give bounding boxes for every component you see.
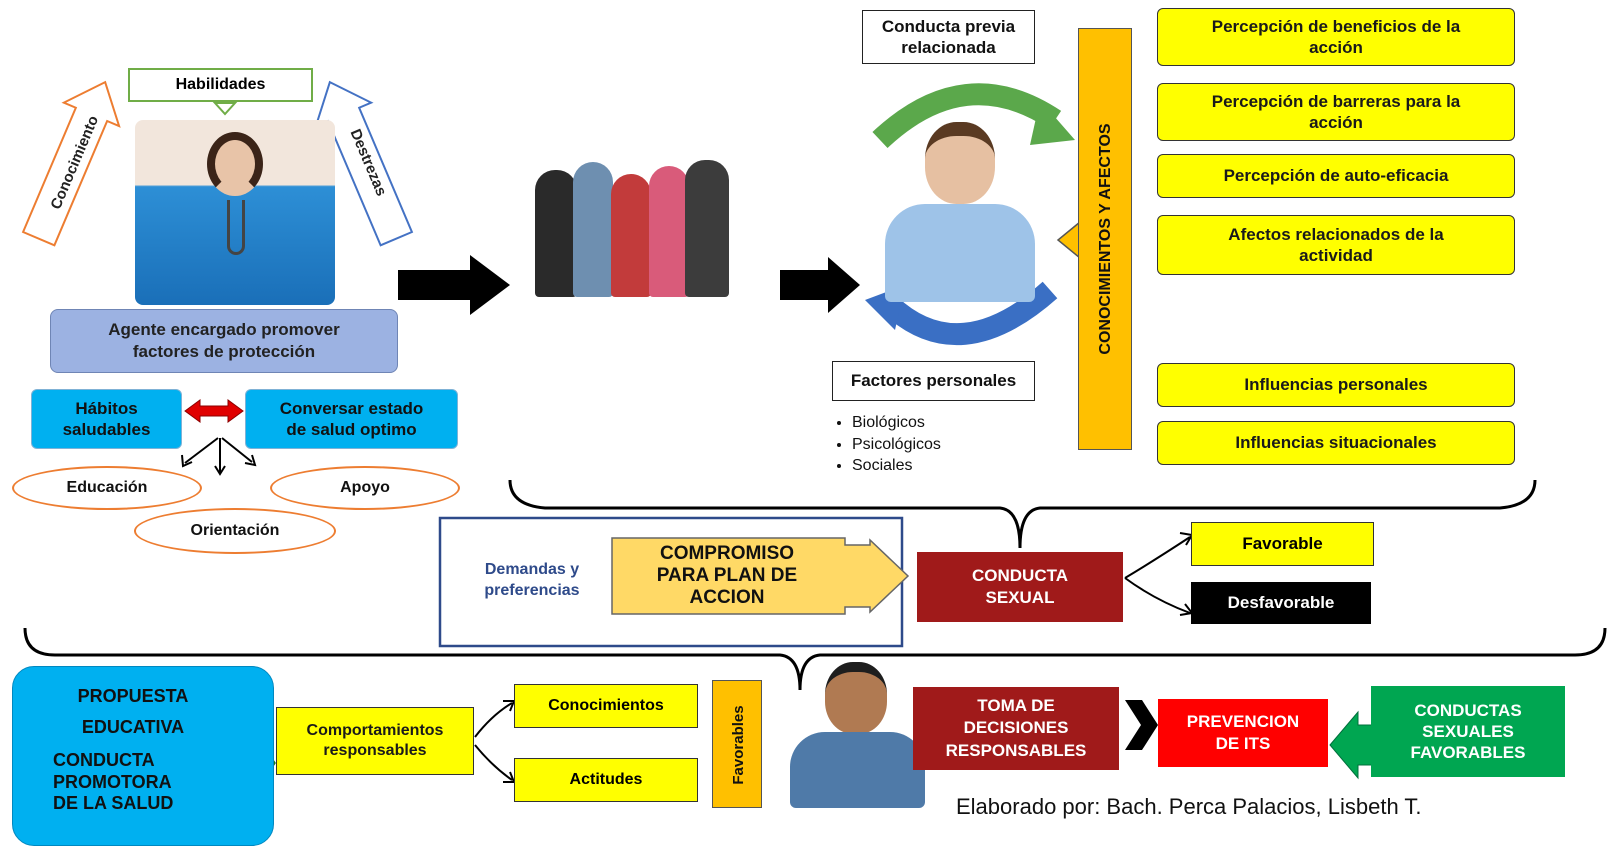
promotora-line1: CONDUCTA <box>53 750 155 770</box>
compromiso-arrow <box>611 537 910 615</box>
habitos-box: Hábitos saludables <box>31 389 182 449</box>
yellow-item-line2: acción <box>1309 113 1363 132</box>
yellow-item-influencias-personales: Influencias personales <box>1157 363 1515 407</box>
factores-item: Sociales <box>852 455 941 477</box>
propuesta-line1: PROPUESTA <box>77 686 189 706</box>
tri-arrows <box>181 437 257 476</box>
habitos-line2: saludables <box>62 420 151 439</box>
conductas-line2: SEXUALES <box>1422 721 1514 741</box>
conocimientos-afectos-bar: CONOCIMIENTOS Y AFECTOS <box>1078 28 1132 450</box>
demandas-line2: preferencias <box>484 581 580 599</box>
comportamientos-line1: Comportamientos <box>306 722 444 739</box>
conductas-line1: CONDUCTAS <box>1414 700 1522 720</box>
factores-list: Biológicos Psicológicos Sociales <box>832 412 941 477</box>
toma-line1: TOMA DE <box>977 696 1055 716</box>
conductas-line3: FAVORABLES <box>1410 743 1526 763</box>
conducta-previa-line2: relacionada <box>901 38 996 57</box>
toma-decisiones-box: TOMA DE DECISIONES RESPONSABLES <box>913 687 1119 770</box>
favorables-bar: Favorables <box>712 680 762 808</box>
prevencion-box: PREVENCION DE ITS <box>1158 699 1328 767</box>
conductas-arrow <box>1329 710 1373 780</box>
nurse-photo <box>135 120 335 305</box>
desfavorable-box: Desfavorable <box>1191 582 1371 624</box>
conocimientos-box: Conocimientos <box>514 684 698 728</box>
credit-text: Elaborado por: Bach. Perca Palacios, Lis… <box>956 794 1422 819</box>
students-photo <box>525 152 735 297</box>
promotora-line2: PROMOTORA <box>53 771 172 792</box>
yellow-item-line1: Afectos relacionados de la <box>1228 224 1444 244</box>
conversar-box: Conversar estado de salud optimo <box>245 389 458 449</box>
orientacion-ellipse: Orientación <box>134 508 336 554</box>
conocimiento-arrow <box>21 80 121 247</box>
smiling-man-photo <box>790 660 925 808</box>
conducta-sexual-line1: CONDUCTA <box>971 565 1068 585</box>
blue-curved-arrow <box>882 281 1058 346</box>
conductas-favorables-box: CONDUCTAS SEXUALES FAVORABLES <box>1371 686 1565 777</box>
yellow-item-barreras: Percepción de barreras para la acción <box>1157 83 1515 141</box>
compromiso-line3: ACCION <box>689 586 765 608</box>
compromiso-line2: PARA PLAN DE <box>656 565 798 587</box>
comportamientos-branches <box>474 700 516 783</box>
propuesta-box: PROPUESTA EDUCATIVA <box>12 666 274 846</box>
agente-line1: Agente encargado promover <box>108 319 340 339</box>
upper-brace <box>508 479 1537 549</box>
conducta-branches <box>1124 532 1194 616</box>
actitudes-box: Actitudes <box>514 758 698 802</box>
conocimientos-afectos-label: CONOCIMIENTOS Y AFECTOS <box>1097 123 1114 355</box>
yellow-item-afectos: Afectos relacionados de la actividad <box>1157 215 1515 275</box>
lower-brace <box>23 627 1607 691</box>
flow-arrow-2 <box>780 257 860 313</box>
factores-item: Biológicos <box>852 412 941 434</box>
yellow-item-line1: Percepción de barreras para la <box>1211 91 1461 111</box>
yellow-item-line2: acción <box>1309 38 1363 57</box>
factores-personales-box: Factores personales <box>832 361 1035 401</box>
toma-line3: RESPONSABLES <box>945 740 1087 760</box>
orange-left-arrow <box>1056 220 1081 260</box>
propuesta-line2: EDUCATIVA <box>81 716 185 737</box>
agente-box: Agente encargado promover factores de pr… <box>50 309 398 373</box>
favorable-box: Favorable <box>1191 522 1374 566</box>
yellow-item-beneficios: Percepción de beneficios de la acción <box>1157 8 1515 66</box>
red-double-arrow <box>184 399 244 423</box>
conducta-sexual-line2: SEXUAL <box>985 588 1055 607</box>
yellow-item-influencias-situacionales: Influencias situacionales <box>1157 421 1515 465</box>
conducta-previa-box: Conducta previa relacionada <box>862 10 1035 64</box>
promotora-label: CONDUCTA PROMOTORA DE LA SALUD <box>28 750 218 815</box>
habilidades-pointer <box>212 102 238 116</box>
habilidades-box: Habilidades <box>128 68 313 102</box>
yellow-item-autoeficacia: Percepción de auto-eficacia <box>1157 154 1515 198</box>
agente-line2: factores de protección <box>132 342 316 361</box>
conducta-sexual-box: CONDUCTA SEXUAL <box>917 552 1123 622</box>
compromiso-label: COMPROMISO PARA PLAN DE ACCION <box>612 540 842 612</box>
green-curved-arrow <box>872 83 1062 149</box>
conducta-previa-line1: Conducta previa <box>881 16 1016 36</box>
yellow-item-line1: Percepción de beneficios de la <box>1211 16 1461 36</box>
flow-arrow-1 <box>398 255 510 315</box>
conversar-line1: Conversar estado <box>279 398 424 418</box>
apoyo-ellipse: Apoyo <box>270 466 460 510</box>
toma-line2: DECISIONES <box>963 718 1069 738</box>
prevencion-line1: PREVENCION <box>1186 711 1300 731</box>
conversar-line2: de salud optimo <box>286 420 417 439</box>
compromiso-line1: COMPROMISO <box>659 543 795 565</box>
factores-item: Psicológicos <box>852 434 941 456</box>
black-chevron <box>1125 700 1158 750</box>
thinking-man-photo <box>880 112 1040 302</box>
favorables-label: Favorables <box>729 705 747 785</box>
habitos-line1: Hábitos <box>75 398 138 418</box>
demandas-label: Demandas y preferencias <box>462 560 602 602</box>
yellow-item-line2: actividad <box>1299 246 1373 265</box>
comportamientos-line2: responsables <box>323 742 427 759</box>
demandas-line1: Demandas y <box>484 561 580 578</box>
promotora-line3: DE LA SALUD <box>53 793 174 814</box>
comportamientos-box: Comportamientos responsables <box>276 707 474 775</box>
prevencion-line2: DE ITS <box>1215 734 1271 753</box>
educacion-ellipse: Educación <box>12 466 202 510</box>
